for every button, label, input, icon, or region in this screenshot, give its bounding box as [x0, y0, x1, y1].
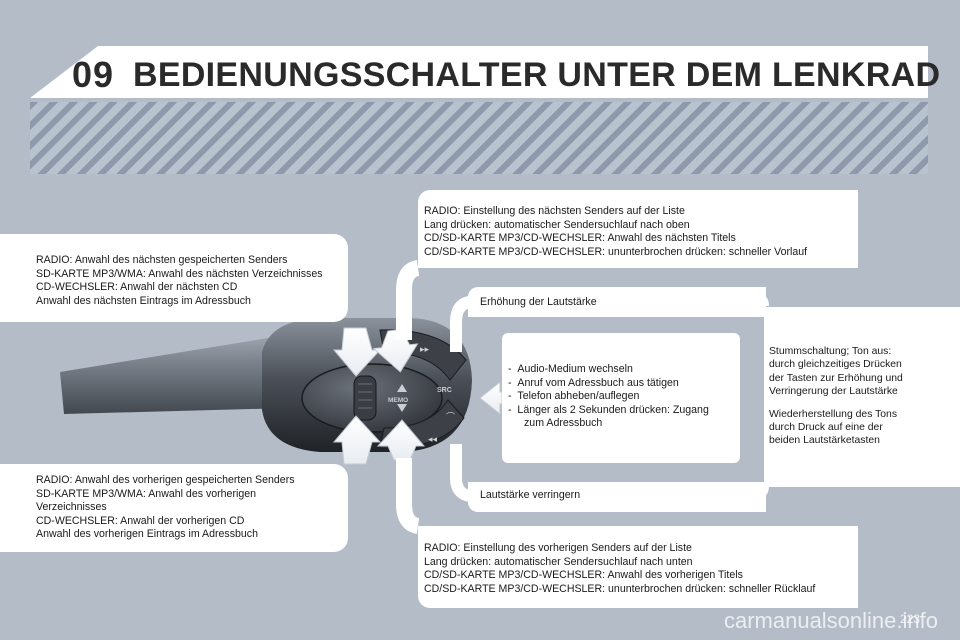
callout-line: CD-WECHSLER: Anwahl der nächsten CD — [36, 281, 238, 294]
callout-volume-up: Erhöhung der Lautstärke — [468, 287, 766, 317]
header-banner — [30, 46, 928, 98]
callout-previous-preset: RADIO: Anwahl des vorherigen gespeichert… — [0, 464, 348, 552]
callout-list-item: - Anruf vom Adressbuch aus tätigen — [508, 376, 679, 389]
callout-source-button: - Audio-Medium wechseln - Anruf vom Adre… — [502, 333, 740, 463]
memo-label: MEMO — [388, 397, 408, 404]
callout-line: Erhöhung der Lautstärke — [480, 296, 597, 308]
callout-next-station: RADIO: Einstellung des nächsten Senders … — [418, 190, 858, 268]
callout-line: Lang drücken: automatischer Sendersuchla… — [424, 555, 693, 568]
src-label: SRC — [437, 387, 452, 394]
callout-list-item: - Telefon abheben/auflegen — [508, 390, 640, 403]
callout-line: Wiederherstellung des Tons — [769, 408, 898, 420]
watermark: carmanualsonline.info — [723, 608, 938, 633]
callout-line: der Tasten zur Erhöhung und — [769, 372, 903, 384]
hatch-band — [30, 102, 928, 174]
callout-line: CD/SD-KARTE MP3/CD-WECHSLER: ununterbroc… — [424, 582, 816, 595]
callout-next-preset: RADIO: Anwahl des nächsten gespeicherten… — [0, 234, 348, 322]
callout-line: RADIO: Anwahl des nächsten gespeicherten… — [36, 254, 288, 266]
page-number: 223 — [899, 612, 920, 626]
unmute-paragraph: Wiederherstellung des Tons durch Druck a… — [769, 408, 960, 448]
callout-line: Lautstärke verringern — [480, 489, 581, 501]
callout-line: SD-KARTE MP3/WMA: Anwahl des nächsten Ve… — [36, 267, 323, 280]
callout-line: Lang drücken: automatischer Sendersuchla… — [424, 218, 690, 231]
callout-previous-station: RADIO: Einstellung des vorherigen Sender… — [418, 526, 858, 608]
callout-line: CD-WECHSLER: Anwahl der vorherigen CD — [36, 514, 245, 527]
callout-line: Verringerung der Lautstärke — [769, 386, 898, 398]
callout-line: Anwahl des nächsten Eintrags im Adressbu… — [36, 294, 251, 307]
callout-list-continuation: zum Adressbuch — [524, 417, 603, 430]
callout-line: durch gleichzeitiges Drücken — [769, 359, 902, 371]
callout-line: CD/SD-KARTE MP3/CD-WECHSLER: ununterbroc… — [424, 245, 808, 258]
page-title: BEDIENUNGSSCHALTER UNTER DEM LENKRAD — [133, 56, 941, 94]
callout-line: RADIO: Einstellung des vorherigen Sender… — [424, 542, 692, 554]
callout-line: Anwahl des vorherigen Eintrags im Adress… — [36, 528, 258, 541]
mute-paragraph: Stummschaltung; Ton aus: durch gleichzei… — [769, 345, 960, 399]
svg-text:▸▸: ▸▸ — [420, 345, 430, 355]
callout-list-item: - Audio-Medium wechseln — [508, 363, 633, 375]
callout-list-item: - Länger als 2 Sekunden drücken: Zugang — [508, 403, 709, 416]
callout-volume-down: Lautstärke verringern — [468, 482, 766, 512]
callout-line: CD/SD-KARTE MP3/CD-WECHSLER: Anwahl des … — [424, 232, 736, 245]
callout-line: CD/SD-KARTE MP3/CD-WECHSLER: Anwahl des … — [424, 569, 743, 582]
svg-text:⌒: ⌒ — [446, 412, 455, 423]
chapter-number: 09 — [72, 54, 115, 95]
callout-line: SD-KARTE MP3/WMA: Anwahl des vorherigen — [36, 487, 257, 500]
svg-text:◂◂: ◂◂ — [428, 435, 438, 445]
callout-line: Verzeichnisses — [36, 501, 107, 514]
callout-line: RADIO: Einstellung des nächsten Senders … — [424, 205, 685, 217]
callout-line: RADIO: Anwahl des vorherigen gespeichert… — [36, 474, 295, 486]
callout-line: beiden Lautstärketasten — [769, 435, 880, 447]
callout-mute: Stummschaltung; Ton aus: durch gleichzei… — [764, 307, 960, 487]
callout-line: Stummschaltung; Ton aus: — [769, 346, 892, 357]
callout-line: durch Druck auf eine der — [769, 422, 883, 434]
